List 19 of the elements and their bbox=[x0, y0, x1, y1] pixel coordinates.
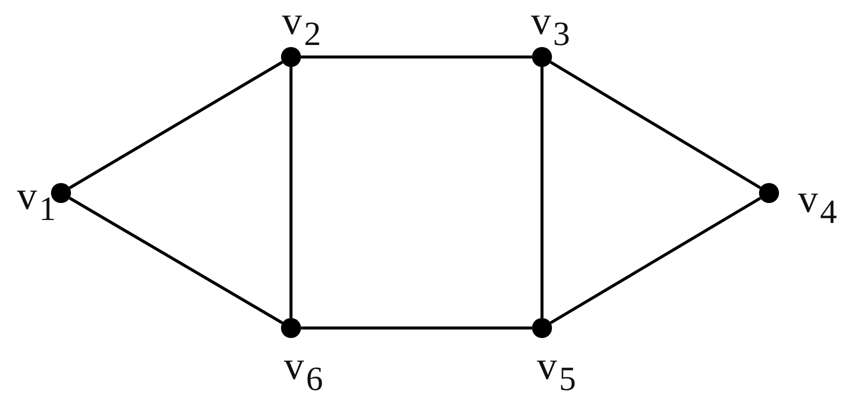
edge-line bbox=[550, 60, 762, 190]
edge-line bbox=[540, 67, 544, 318]
vertex-label: v$_{6}$ bbox=[284, 346, 324, 399]
vertex-label: v$_{5}$ bbox=[537, 346, 576, 399]
vertex-label: v$_{1}$ bbox=[17, 176, 56, 229]
vertex-label: v$_{2}$ bbox=[282, 1, 322, 54]
edge-line bbox=[68, 60, 284, 190]
edge-line bbox=[290, 67, 292, 318]
vertex-dot bbox=[281, 47, 301, 67]
vertex-dot bbox=[532, 47, 552, 67]
vertex-label: v$_{4}$ bbox=[798, 179, 838, 232]
edge-line bbox=[301, 326, 532, 330]
vertex-dot bbox=[759, 183, 779, 203]
vertex-label: v$_{3}$ bbox=[531, 1, 570, 54]
vertex-dot bbox=[532, 318, 552, 338]
edge-line bbox=[550, 196, 762, 324]
vertex-dot bbox=[281, 318, 301, 338]
edge-line bbox=[301, 56, 532, 58]
edge-line bbox=[68, 196, 284, 324]
